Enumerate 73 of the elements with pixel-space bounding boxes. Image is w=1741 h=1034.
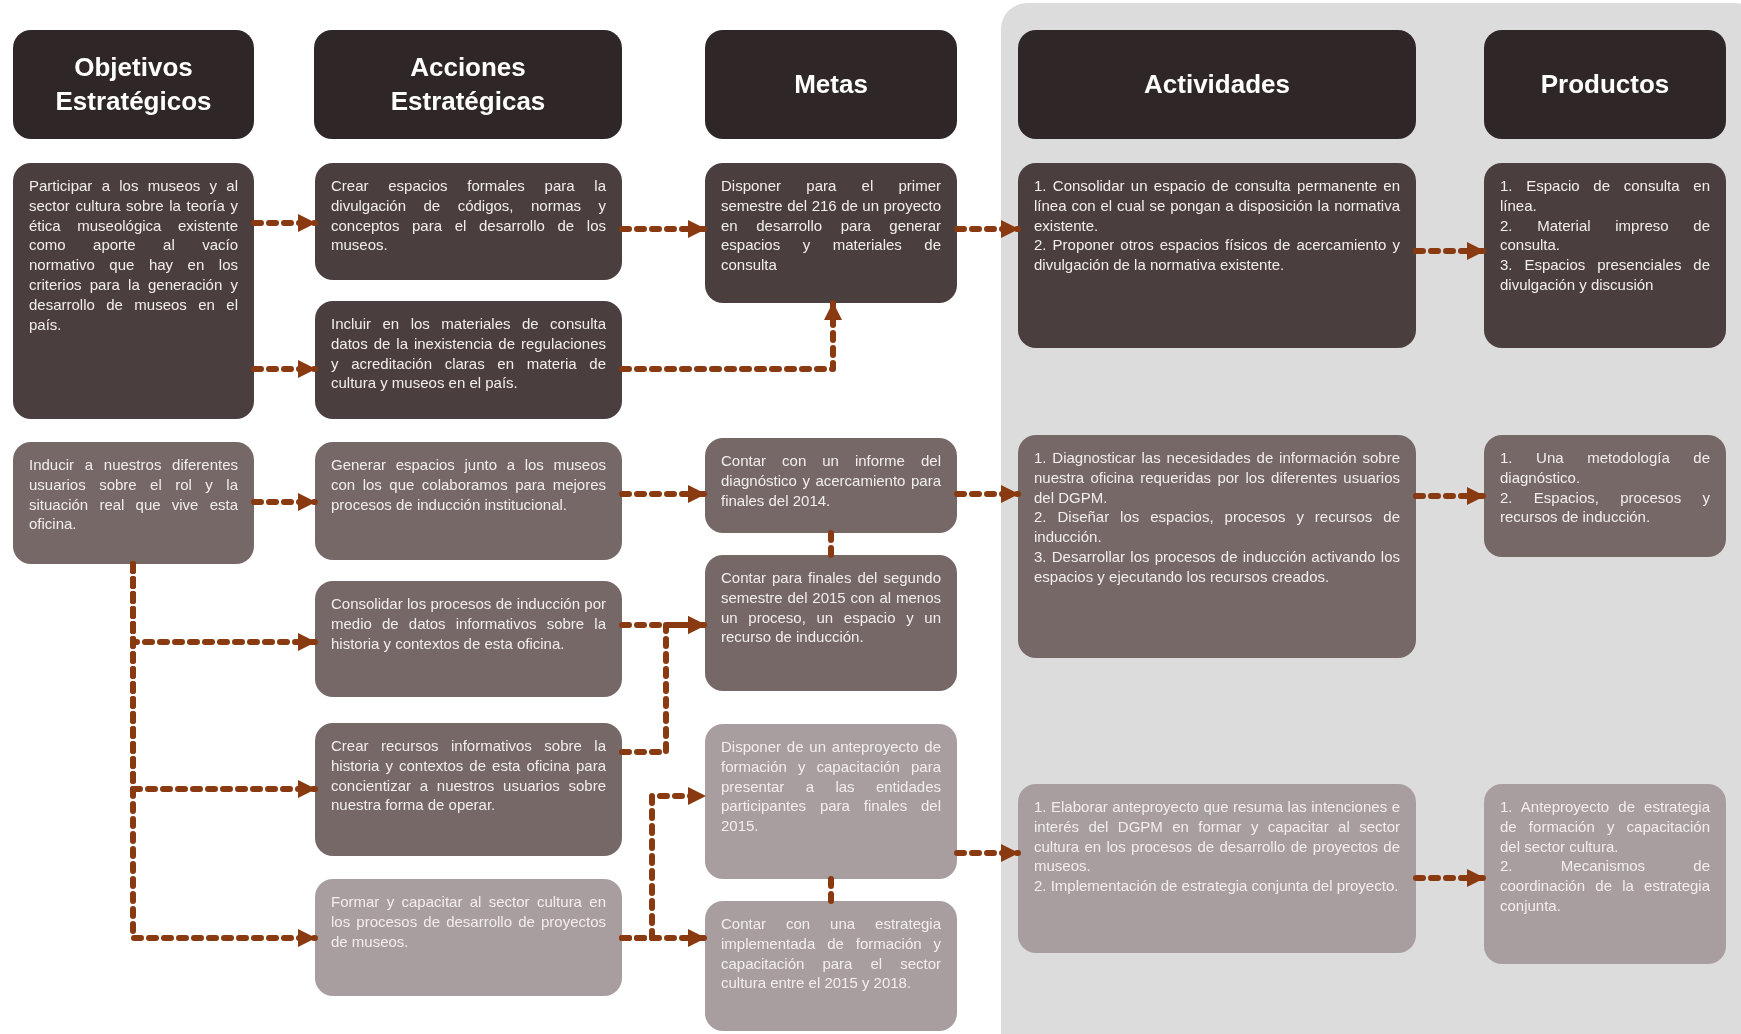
header-text: Metas [794, 67, 868, 101]
process-box [13, 163, 254, 419]
arrow [251, 493, 318, 511]
arrow [251, 214, 318, 232]
box-text: Crear espacios formales para la divulgación de códigos, normas y conceptos para el desarrollo de los museos. [331, 176, 606, 256]
arrow [619, 485, 708, 503]
column-header [705, 30, 957, 139]
process-box [315, 301, 622, 419]
box-text: Disponer de un anteproyecto de formación y capacitación para presentar a las entidades participantes para finales del 2015. [721, 737, 941, 836]
box-text: 1. Consolidar un espacio de consulta permanente en línea con el cual se pongan a disposición la normativa existente. [1034, 176, 1400, 236]
arrow [251, 360, 318, 378]
box-text: 1. Elaborar anteproyecto que resuma las intenciones e interés del DGPM en formar y capacitar al sector cultura en los procesos de desarrollo de proyectos de museos. [1034, 797, 1400, 877]
box-text: 3. Desarrollar los procesos de inducción activando los espacios y ejecutando los recursos creados. [1034, 547, 1400, 587]
process-box [315, 723, 622, 856]
box-text: Contar con una estrategia implementada de formación y capacitación para el sector cultura entre el 2015 y 2018. [721, 914, 941, 994]
process-box [315, 581, 622, 697]
process-box [705, 163, 957, 303]
box-text: Contar para finales del segundo semestre del 2015 con al menos un proceso, un espacio y un recurso de inducción. [721, 568, 941, 648]
box-text: 2. Diseñar los espacios, procesos y recursos de inducción. [1034, 507, 1400, 547]
box-text: Participar a los museos y al sector cultura sobre la teoría y ética museológica existente como aporte al vacío normativo que hay en los criterios para la generación y desarrollo de museos en el país. [29, 176, 238, 335]
arrow [619, 616, 708, 755]
process-box [13, 442, 254, 564]
arrow [619, 220, 708, 238]
process-box [315, 442, 622, 560]
box-text: 2. Implementación de estrategia conjunta del proyecto. [1034, 876, 1400, 896]
process-box [705, 555, 957, 691]
box-text: Inducir a nuestros diferentes usuarios sobre el rol y la situación real que vive esta oficina. [29, 455, 238, 535]
process-box [1484, 435, 1726, 557]
process-box [315, 879, 622, 996]
arrow [954, 220, 1021, 238]
box-text: 1. Espacio de consulta en línea. [1500, 176, 1710, 216]
box-text: 1. Anteproyecto de estrategia de formación y capacitación del sector cultura. [1500, 797, 1710, 857]
box-text: Formar y capacitar al sector cultura en los procesos de desarrollo de proyectos de museos. [331, 892, 606, 952]
process-box [1018, 435, 1416, 658]
box-text: Generar espacios junto a los museos con los que colaboramos para mejores procesos de inducción institucional. [331, 455, 606, 515]
box-text: 1. Diagnosticar las necesidades de información sobre nuestra oficina requeridas por los diferentes usuarios del DGPM. [1034, 448, 1400, 508]
process-box [1484, 784, 1726, 964]
process-box [1018, 784, 1416, 953]
connector-line [828, 530, 834, 558]
arrow [619, 300, 842, 372]
arrow [1413, 869, 1487, 887]
column-header [1484, 30, 1726, 139]
box-text: Disponer para el primer semestre del 216 de un proyecto en desarrollo para generar espacios y materiales de consulta [721, 176, 941, 275]
arrow [954, 844, 1021, 862]
arrow [1413, 242, 1487, 260]
process-box [315, 163, 622, 280]
header-text: Productos [1540, 67, 1670, 101]
box-text: 2. Material impreso de consulta. [1500, 215, 1710, 256]
process-box [705, 724, 957, 879]
process-box [705, 901, 957, 1031]
arrow [1413, 487, 1487, 505]
box-text: 3. Espacios presenciales de divulgación y discusión [1500, 255, 1710, 295]
column-header [314, 30, 622, 139]
header-text: Actividades [1144, 67, 1290, 101]
box-text: 2. Mecanismos de coordinación de la estrategia conjunta. [1500, 856, 1710, 916]
box-text: 1. Una metodología de diagnóstico. [1500, 448, 1710, 488]
box-text: 2. Proponer otros espacios físicos de acercamiento y divulgación de la normativa existente. [1034, 235, 1400, 275]
process-box [705, 438, 957, 533]
arrow [130, 561, 318, 947]
connector-line [828, 876, 834, 904]
header-text: Acciones Estratégicas [389, 50, 547, 118]
box-text: Contar con un informe del diagnóstico y acercamiento para finales del 2014. [721, 451, 941, 511]
header-text: Objetivos Estratégicos [54, 50, 213, 118]
column-header [13, 30, 254, 139]
column-header [1018, 30, 1416, 139]
box-text: 2. Espacios, procesos y recursos de inducción. [1500, 487, 1710, 528]
box-text: Consolidar los procesos de inducción por medio de datos informativos sobre la historia y contextos de esta oficina. [331, 594, 606, 654]
process-box [1018, 163, 1416, 348]
process-box [1484, 163, 1726, 348]
arrow [619, 787, 708, 941]
box-text: Crear recursos informativos sobre la historia y contextos de esta oficina para concientizar a nuestros usuarios sobre nuestra forma de operar. [331, 736, 606, 816]
arrow [954, 485, 1021, 503]
box-text: Incluir en los materiales de consulta datos de la inexistencia de regulaciones y acreditación claras en materia de cultura y museos en el país. [331, 314, 606, 394]
